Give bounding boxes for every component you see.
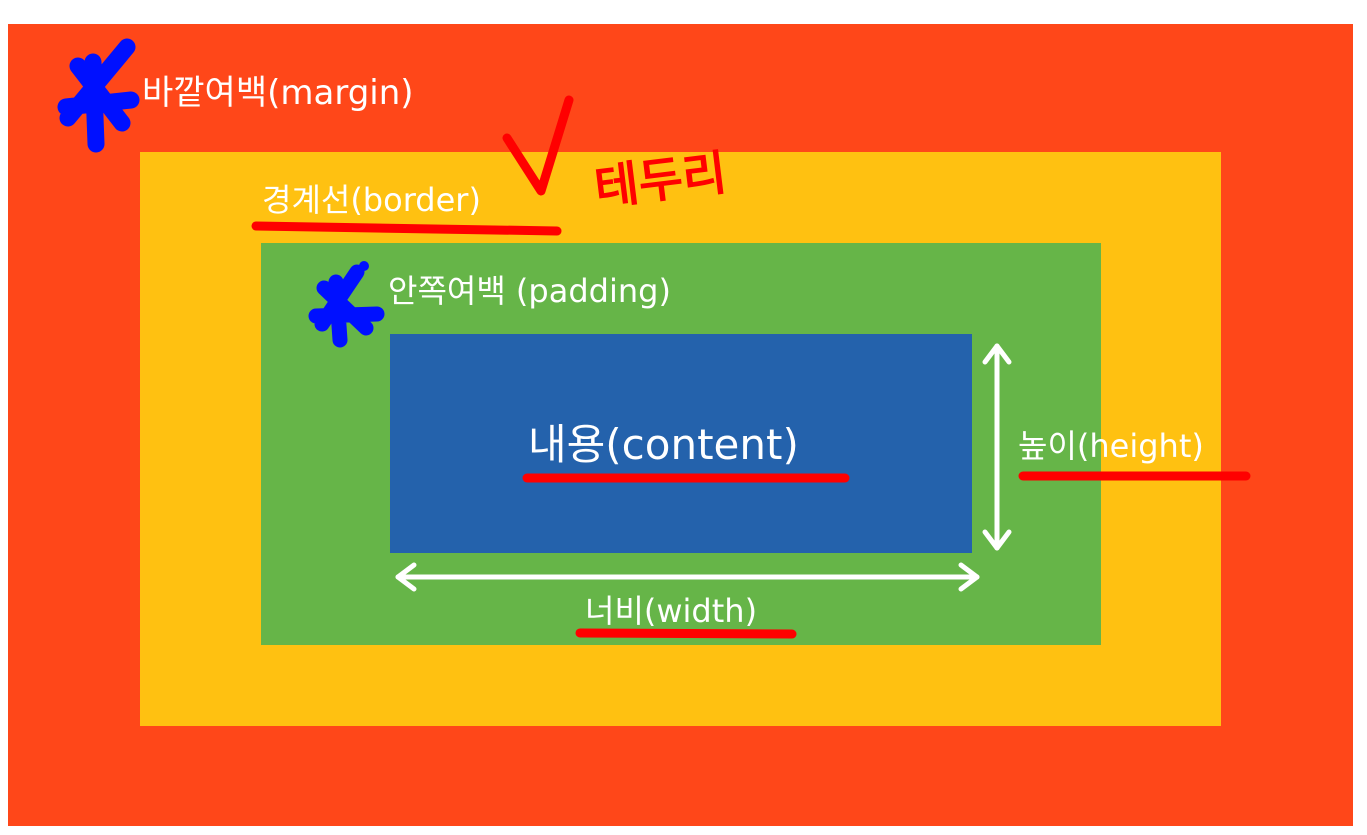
content-label: 내용(content) — [528, 420, 799, 469]
height-label: 높이(height) — [1018, 427, 1204, 465]
content-area — [390, 334, 972, 553]
width-label: 너비(width) — [585, 592, 758, 630]
padding-label: 안쪽여백 (padding) — [388, 272, 671, 310]
margin-label: 바깥여백(margin) — [142, 73, 414, 113]
border-label: 경계선(border) — [262, 181, 481, 219]
